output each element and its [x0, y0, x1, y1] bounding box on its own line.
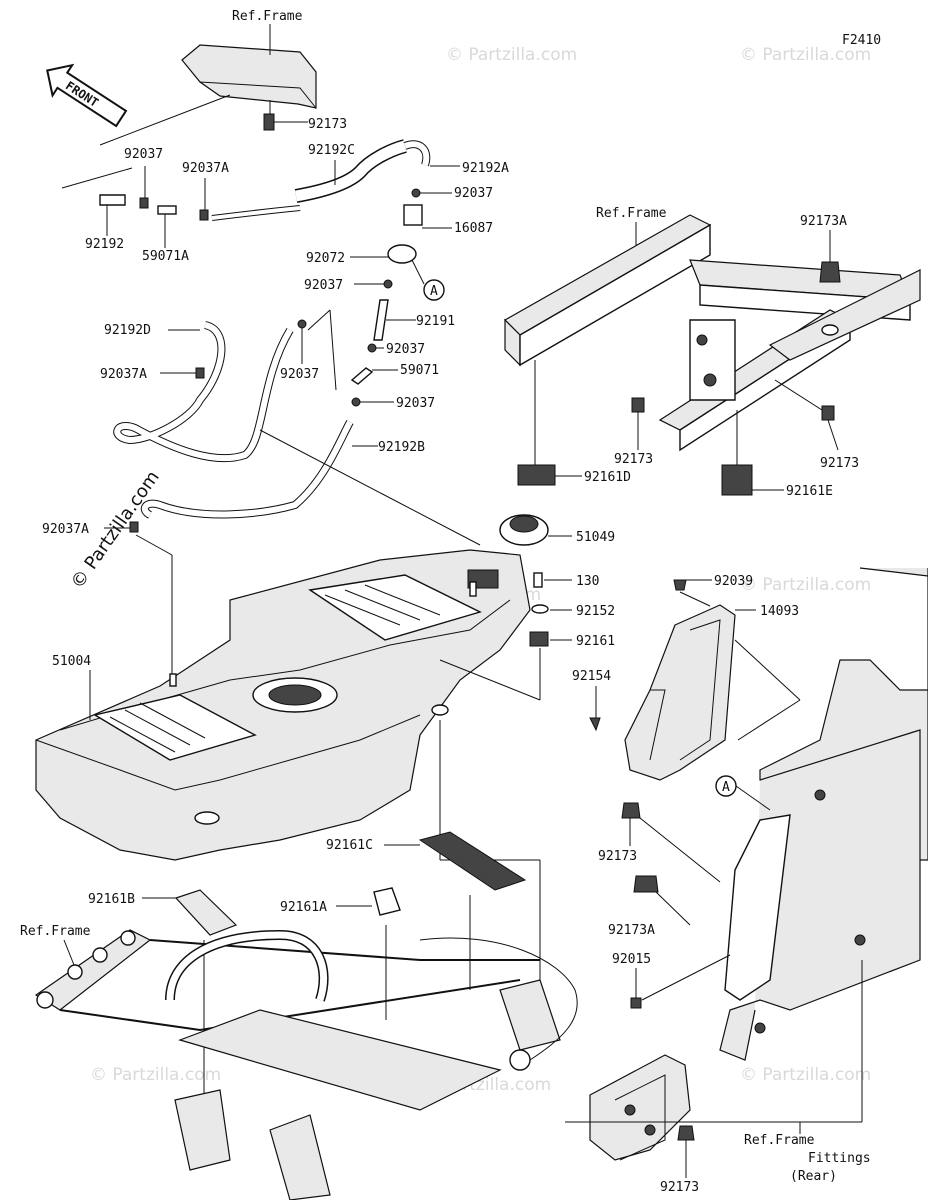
screw-92154-icon	[589, 717, 601, 732]
ref-frame-fittings-label: Fittings	[808, 1151, 871, 1166]
bolt-92039-icon	[673, 579, 687, 591]
ref-frame-label: Ref.Frame	[744, 1133, 815, 1148]
part-label: 92161D	[584, 470, 631, 485]
ref-frame-label: Ref.Frame	[232, 9, 303, 24]
marker-a-label: A	[430, 284, 438, 299]
part-label: 92037	[124, 147, 163, 162]
part-label: 92191	[416, 314, 455, 329]
part-label: 92161B	[88, 892, 135, 907]
heat-guard-14093-icon	[624, 604, 736, 781]
watermark: © Partzilla.com	[740, 575, 871, 595]
ref-frame-main	[34, 929, 578, 1200]
part-label: 92037	[304, 278, 343, 293]
part-label: 92154	[572, 669, 611, 684]
watermark: © Partzilla.com	[740, 45, 871, 65]
part-label: 92037	[280, 367, 319, 382]
washer-92152-icon	[531, 604, 549, 614]
marker-a-label: A	[722, 780, 730, 795]
ref-frame-crossmember	[504, 214, 921, 452]
part-label: 51049	[576, 530, 615, 545]
part-label: 92015	[612, 952, 651, 967]
part-label: 92161C	[326, 838, 373, 853]
part-label: 92173	[308, 117, 347, 132]
watermark: © Partzilla.com	[446, 45, 577, 65]
part-label: 16087	[454, 221, 493, 236]
part-label: 92152	[576, 604, 615, 619]
pad-92161A-icon	[373, 887, 401, 916]
part-label: 92072	[306, 251, 345, 266]
part-label: 92161A	[280, 900, 327, 915]
part-label: 92037	[454, 186, 493, 201]
ref-frame-fittings-rear	[589, 1054, 691, 1161]
part-label: 92037A	[100, 367, 147, 382]
hose-92191-icon	[373, 299, 389, 341]
ref-frame-tube	[181, 44, 317, 109]
rubber-92161E-icon	[721, 464, 753, 496]
clip-92173-icon	[821, 405, 835, 421]
part-label: 92037	[396, 396, 435, 411]
figure-code: F2410	[842, 33, 881, 48]
ref-frame-label: Ref.Frame	[596, 206, 667, 221]
clip-92173-icon	[621, 802, 641, 819]
part-label: 92173	[820, 456, 859, 471]
part-label: 59071	[400, 363, 439, 378]
filter-16087-icon	[403, 204, 423, 226]
fuel-tank-51004-icon	[35, 549, 531, 861]
clamp-icon	[199, 209, 209, 221]
part-label: 92192B	[378, 440, 425, 455]
watermark: © Partzilla.com	[740, 1065, 871, 1085]
front-arrow-icon: FRONT	[46, 63, 128, 128]
part-label: 14093	[760, 604, 799, 619]
part-label: 92161	[576, 634, 615, 649]
part-label: 92173	[598, 849, 637, 864]
part-label: 92173	[614, 452, 653, 467]
part-label: 92192A	[462, 161, 509, 176]
part-label: 92192	[85, 237, 124, 252]
rear-panel-icon	[719, 567, 928, 1061]
rubber-92161-icon	[529, 631, 549, 647]
marker-a	[423, 279, 445, 301]
clamp-icon	[129, 521, 139, 533]
ref-frame-label: Ref.Frame	[20, 924, 91, 939]
joint-92192-icon	[99, 194, 126, 206]
joint-59071-icon	[350, 367, 374, 385]
bolt-130-icon	[533, 572, 543, 588]
pad-92161B-icon	[174, 889, 238, 936]
pad-92161C-icon	[418, 831, 527, 891]
part-label: 51004	[52, 654, 91, 669]
part-label: 92192D	[104, 323, 151, 338]
clip-92015-icon	[630, 997, 642, 1009]
part-label: 92037	[386, 342, 425, 357]
part-label: 130	[576, 574, 599, 589]
part-label: 92192C	[308, 143, 355, 158]
cap-92072-icon	[387, 244, 417, 264]
clip-92173-icon	[677, 1125, 695, 1141]
part-label: 92037A	[182, 161, 229, 176]
part-label: 92039	[714, 574, 753, 589]
hose-92192B-icon	[140, 420, 354, 519]
clip-92173-icon	[263, 113, 275, 131]
clip-92173A-icon	[633, 875, 659, 893]
part-label: 59071A	[142, 249, 189, 264]
clamp-icon	[195, 367, 205, 379]
clamp-icon	[139, 197, 149, 209]
watermark: © Partzilla.com	[90, 1065, 221, 1085]
clip-92173-icon	[631, 397, 645, 413]
clip-92173A-icon	[819, 261, 841, 283]
part-label: 92037A	[42, 522, 89, 537]
ref-frame-rear-label: (Rear)	[790, 1169, 837, 1184]
rubber-92161D-icon	[517, 464, 556, 486]
joint-59071A-icon	[157, 205, 177, 215]
part-label: 92173A	[800, 214, 847, 229]
part-label: 92161E	[786, 484, 833, 499]
part-label: 92173A	[608, 923, 655, 938]
part-label: 92173	[660, 1180, 699, 1195]
